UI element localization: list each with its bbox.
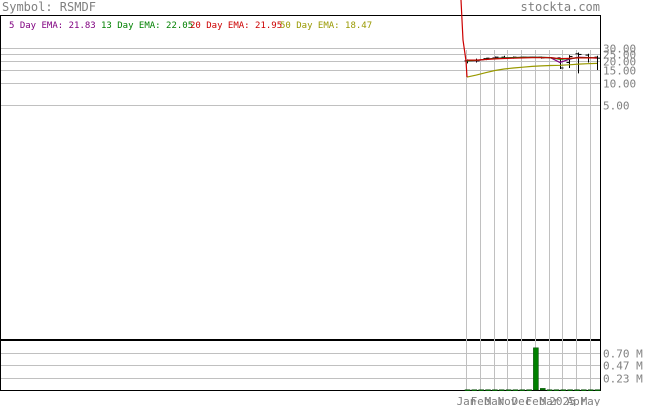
- symbol-label: Symbol: RSMDF: [2, 0, 96, 14]
- volume-layer: [464, 347, 601, 391]
- price-tick-label: 15.00: [603, 65, 636, 78]
- volume-bar: [505, 389, 512, 391]
- date-tick-label: May: [581, 395, 601, 406]
- date-tick-label: Mar: [485, 395, 505, 406]
- volume-bar: [464, 389, 471, 391]
- price-tick-label: 10.00: [603, 78, 636, 91]
- date-tick-label: Dec: [512, 395, 532, 406]
- date-tick-label: Jan: [457, 395, 477, 406]
- volume-bar: [471, 389, 478, 391]
- legend-ema50: 50 Day EMA: 18.47: [280, 21, 372, 31]
- price-panel-frame: [0, 15, 601, 340]
- price-tick-label: 20.00: [603, 56, 636, 69]
- date-tick-label: Feb: [471, 395, 491, 406]
- price-layer: [460, 0, 601, 78]
- price-tick-label: 30.00: [603, 43, 636, 56]
- volume-bar: [581, 389, 587, 391]
- volume-bar: [546, 389, 553, 391]
- date-tick-label: Apr: [567, 395, 587, 406]
- price-tick-label: 5.00: [603, 100, 630, 113]
- volume-tick-label: 0.23 M: [603, 373, 643, 386]
- volume-bar: [485, 389, 491, 391]
- volume-bar: [553, 389, 560, 391]
- ema20-line: [467, 57, 597, 61]
- volume-bar: [587, 389, 594, 391]
- volume-bar: [512, 389, 519, 391]
- volume-bar: [540, 388, 546, 391]
- volume-bar: [498, 389, 505, 391]
- volume-bar: [478, 389, 484, 391]
- early-spike-line: [460, 0, 468, 78]
- legend-ema5: 5 Day EMA: 21.83: [9, 21, 96, 31]
- legend: 5 Day EMA: 21.83 13 Day EMA: 22.05 20 Da…: [9, 21, 372, 31]
- volume-panel-frame: [0, 340, 601, 391]
- price-tick-label: 25.00: [603, 49, 636, 62]
- volume-tick-label: 0.70 M: [603, 348, 643, 361]
- volume-bar: [492, 389, 498, 391]
- date-tick-label: Nov: [498, 395, 518, 406]
- legend-ema13: 13 Day EMA: 22.05: [101, 21, 193, 31]
- volume-tick-label: 0.47 M: [603, 360, 643, 373]
- volume-bar: [560, 389, 567, 391]
- volume-bar: [526, 389, 532, 391]
- site-label: stockta.com: [521, 0, 600, 14]
- volume-bar: [567, 389, 573, 391]
- volume-bar: [533, 347, 539, 391]
- grid-layer: [1, 48, 600, 390]
- date-tick-label: 2025: [549, 395, 576, 406]
- legend-ema20: 20 Day EMA: 21.95: [190, 21, 282, 31]
- date-tick-label: Feb: [526, 395, 546, 406]
- ema50-line: [466, 62, 598, 78]
- volume-bar: [574, 389, 580, 391]
- date-tick-label: Mar: [540, 395, 560, 406]
- volume-bar: [594, 389, 601, 391]
- volume-bar: [519, 389, 525, 391]
